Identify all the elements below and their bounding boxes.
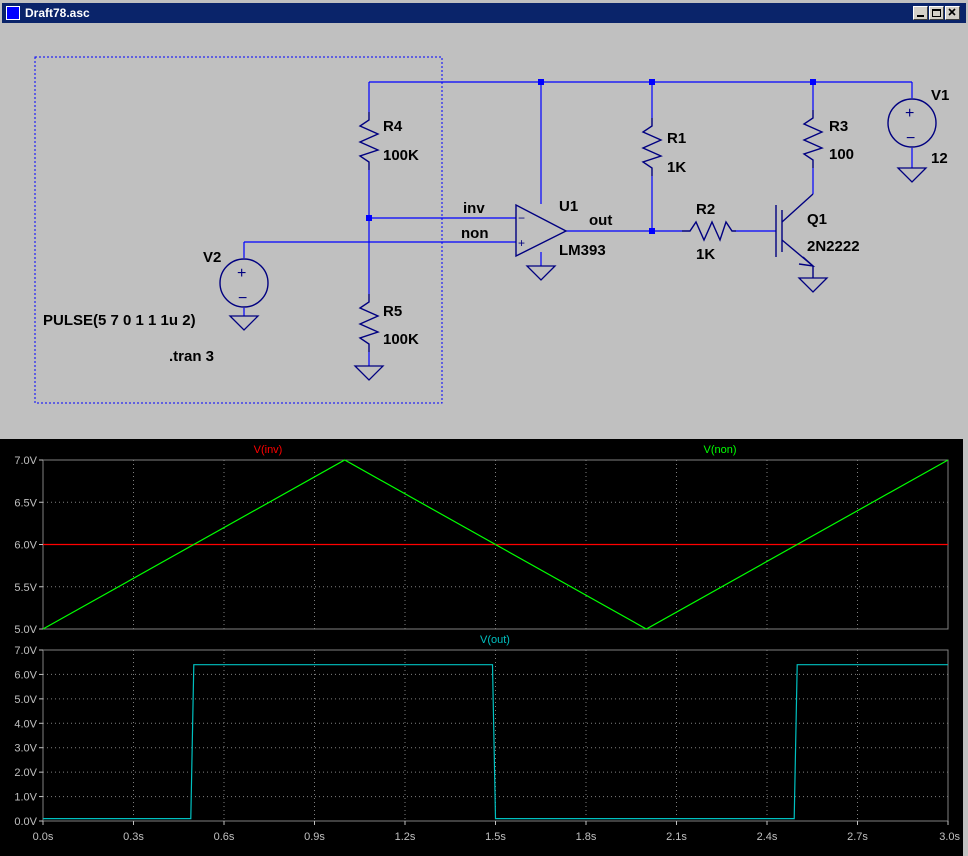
schematic-doc-icon: [6, 6, 20, 20]
y-tick-label: 6.0V: [14, 669, 37, 681]
r5-value: 100K: [383, 331, 419, 348]
y-tick-label: 6.5V: [14, 497, 37, 509]
q1-value: 2N2222: [807, 238, 860, 255]
r2-value: 1K: [696, 246, 715, 263]
minimize-icon: [917, 15, 924, 17]
x-tick-label: 2.7s: [847, 831, 868, 843]
y-tick-label: 5.0V: [14, 624, 37, 636]
v2-symbol[interactable]: [219, 258, 269, 308]
r4-value: 100K: [383, 147, 419, 164]
q1-transistor-symbol[interactable]: [775, 193, 816, 278]
v2-plus-sign: +: [237, 265, 246, 282]
r4-symbol[interactable]: [358, 112, 380, 170]
net-label-inv: inv: [463, 200, 485, 217]
v1-plus-sign: +: [905, 105, 914, 122]
ground-icon: [353, 365, 385, 381]
plot-pane-bottom[interactable]: 0.0V 1.0V 2.0V 3.0V 4.0V 5.0V 6.0V 7.0V 0.0s 0.3…: [14, 634, 960, 843]
y-tick-label: 1.0V: [14, 792, 37, 804]
close-icon: [948, 8, 956, 16]
trace-label-inv[interactable]: V(inv): [254, 444, 283, 456]
trace-vnon[interactable]: [42, 459, 949, 630]
x-tick-label: 3.0s: [939, 831, 960, 843]
x-tick-label: 0.3s: [123, 831, 144, 843]
u1-opamp-symbol[interactable]: [515, 203, 568, 258]
wires: [243, 81, 913, 366]
restore-button[interactable]: [929, 6, 944, 20]
net-label-out: out: [589, 212, 612, 229]
v2-name: V2: [203, 249, 221, 266]
r1-value: 1K: [667, 159, 686, 176]
schematic-canvas[interactable]: + − + − − + R4 100K R5 100K R1 1K R3 100…: [6, 24, 962, 434]
x-tick-label: 2.4s: [757, 831, 778, 843]
comment-box: [34, 56, 443, 404]
r5-symbol[interactable]: [358, 294, 380, 352]
y-tick-label: 5.0V: [14, 694, 37, 706]
x-tick-label: 1.2s: [395, 831, 416, 843]
trace-label-out[interactable]: V(out): [480, 634, 510, 646]
v2-minus-sign: −: [238, 290, 247, 307]
y-tick-label: 3.0V: [14, 743, 37, 755]
net-label-non: non: [461, 225, 489, 242]
r2-name: R2: [696, 201, 715, 218]
u1-plus-input: +: [518, 236, 525, 250]
plot-background: [0, 436, 968, 856]
v1-minus-sign: −: [906, 130, 915, 147]
y-tick-label: 7.0V: [14, 455, 37, 467]
u1-value: LM393: [559, 242, 606, 259]
y-tick-label: 6.0V: [14, 540, 37, 552]
r1-name: R1: [667, 130, 686, 147]
restore-icon: [932, 9, 941, 17]
y-tick-label: 5.5V: [14, 582, 37, 594]
v1-value: 12: [931, 150, 948, 167]
y-tick-label: 4.0V: [14, 718, 37, 730]
x-tick-label: 1.8s: [576, 831, 597, 843]
x-tick-label: 0.6s: [214, 831, 235, 843]
x-tick-label: 2.1s: [666, 831, 687, 843]
minimize-button[interactable]: [913, 6, 928, 20]
v1-symbol[interactable]: [887, 98, 937, 148]
plot-pane-top[interactable]: 5.0V 5.5V 6.0V 6.5V 7.0V V(inv) V(non): [14, 444, 949, 636]
q1-name: Q1: [807, 211, 827, 228]
v2-value: PULSE(5 7 0 1 1 1u 2): [43, 312, 196, 329]
x-tick-label: 0.9s: [304, 831, 325, 843]
waveform-viewer[interactable]: 5.0V 5.5V 6.0V 6.5V 7.0V V(inv) V(non) 0.0V 1…: [0, 436, 968, 856]
close-button[interactable]: [945, 6, 960, 20]
y-tick-label: 0.0V: [14, 816, 37, 828]
x-tick-label: 1.5s: [485, 831, 506, 843]
r2-symbol[interactable]: [682, 220, 736, 242]
y-tick-label: 7.0V: [14, 645, 37, 657]
ground-icon: [228, 315, 260, 331]
window-title: Draft78.asc: [25, 6, 90, 20]
x-tick-label: 0.0s: [33, 831, 54, 843]
r1-symbol[interactable]: [641, 118, 663, 176]
r5-name: R5: [383, 303, 402, 320]
title-bar[interactable]: Draft78.asc: [2, 3, 966, 23]
r3-value: 100: [829, 146, 854, 163]
y-tick-label: 2.0V: [14, 767, 37, 779]
v1-name: V1: [931, 87, 949, 104]
ground-icon: [896, 167, 928, 183]
r4-name: R4: [383, 118, 403, 135]
trace-vout[interactable]: [43, 664, 948, 820]
r3-symbol[interactable]: [802, 110, 824, 168]
trace-label-non[interactable]: V(non): [703, 444, 736, 456]
u1-minus-input: −: [518, 211, 525, 225]
r3-name: R3: [829, 118, 848, 135]
u1-name: U1: [559, 198, 578, 215]
ground-icon: [525, 265, 557, 281]
junctions: [366, 79, 816, 234]
tran-directive[interactable]: .tran 3: [169, 348, 214, 365]
